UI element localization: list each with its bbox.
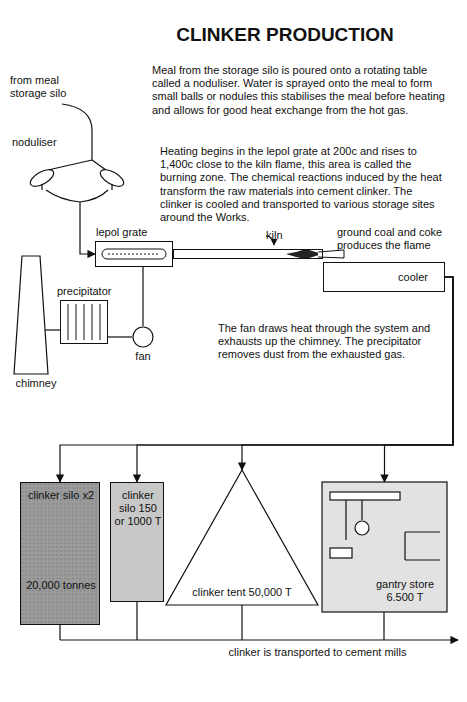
clinker-silo: clinker silo 150 or 1000 T: [110, 482, 164, 602]
grate-belt: [102, 249, 166, 259]
description-text: Meal from the storage silo is poured ont…: [152, 64, 445, 117]
node-label: lepol grate: [96, 226, 186, 239]
node-label: noduliser: [12, 136, 82, 149]
node-label: fan: [126, 350, 160, 363]
feed-line: [48, 104, 106, 170]
clinker-silo: clinker silo x2 20,000 tonnes: [20, 482, 100, 625]
cooler-box: cooler: [323, 262, 445, 292]
node-label: cooler: [386, 271, 440, 284]
precipitator-plates: [68, 304, 100, 340]
flow-connector: [242, 277, 453, 470]
node-label: kiln: [266, 229, 296, 242]
node-label: chimney: [6, 377, 66, 390]
chimney-stack-outline: [14, 256, 48, 374]
diagram-title: CLINKER PRODUCTION: [140, 24, 430, 46]
precipitator-box: precipitator: [60, 300, 108, 344]
description-text: Heating begins in the lepol grate at 200…: [160, 145, 445, 224]
clinker-silo-outline: [21, 483, 99, 624]
node-label: gantry store 6.500 T: [366, 578, 444, 604]
node-label: precipitator: [57, 285, 137, 298]
transport-line: [60, 602, 458, 640]
burner-pipe: [318, 250, 344, 258]
flow-connector: [108, 336, 132, 337]
flow-connector: [44, 329, 60, 330]
kiln-tube: kiln: [173, 249, 323, 259]
grate-belt: [108, 254, 160, 255]
flow-connector: [80, 202, 95, 254]
flame: [286, 249, 322, 259]
fuel-label: ground coal and coke produces the flame: [337, 226, 447, 252]
gantry-crane: [330, 492, 440, 560]
flow-connector: [142, 267, 143, 326]
clinker-tent: clinker tent 50,000 T: [166, 470, 318, 605]
gantry-store: gantry store 6.500 T: [322, 482, 447, 612]
noduliser-dish: [28, 166, 127, 190]
flow-connector: [137, 277, 453, 482]
fan-circle: fan: [132, 326, 154, 348]
node-label: 20,000 tonnes: [25, 579, 97, 592]
nodule-flow: [46, 190, 108, 202]
node-label: clinker tent 50,000 T: [182, 586, 302, 599]
source-label: from meal storage silo: [10, 74, 90, 100]
noduliser-group: noduliser: [12, 136, 137, 202]
flow-connector: [385, 277, 454, 482]
description-text: The fan draws heat through the system an…: [218, 322, 446, 362]
fan-circle-outline: [132, 326, 154, 348]
node-label: clinker silo x2: [25, 489, 97, 502]
clinker-tent-outline: [166, 470, 318, 605]
flow-connector: [60, 277, 453, 482]
lepol-grate: lepol grate: [95, 241, 173, 267]
gantry-store-ground: [322, 482, 447, 612]
destination-label: clinker is transported to cement mills: [190, 646, 445, 659]
chimney-stack: chimney: [14, 256, 48, 374]
node-label: clinker silo 150 or 1000 T: [114, 489, 162, 529]
